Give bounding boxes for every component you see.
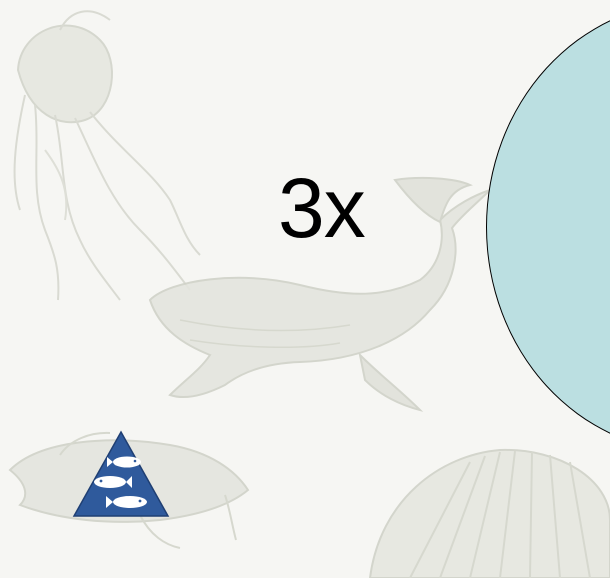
fish-triangle-logo-icon: [72, 430, 170, 520]
multiplier-label: 3x: [278, 166, 365, 250]
scallop-shell-icon: [370, 450, 610, 578]
jellyfish-icon: [15, 11, 200, 300]
